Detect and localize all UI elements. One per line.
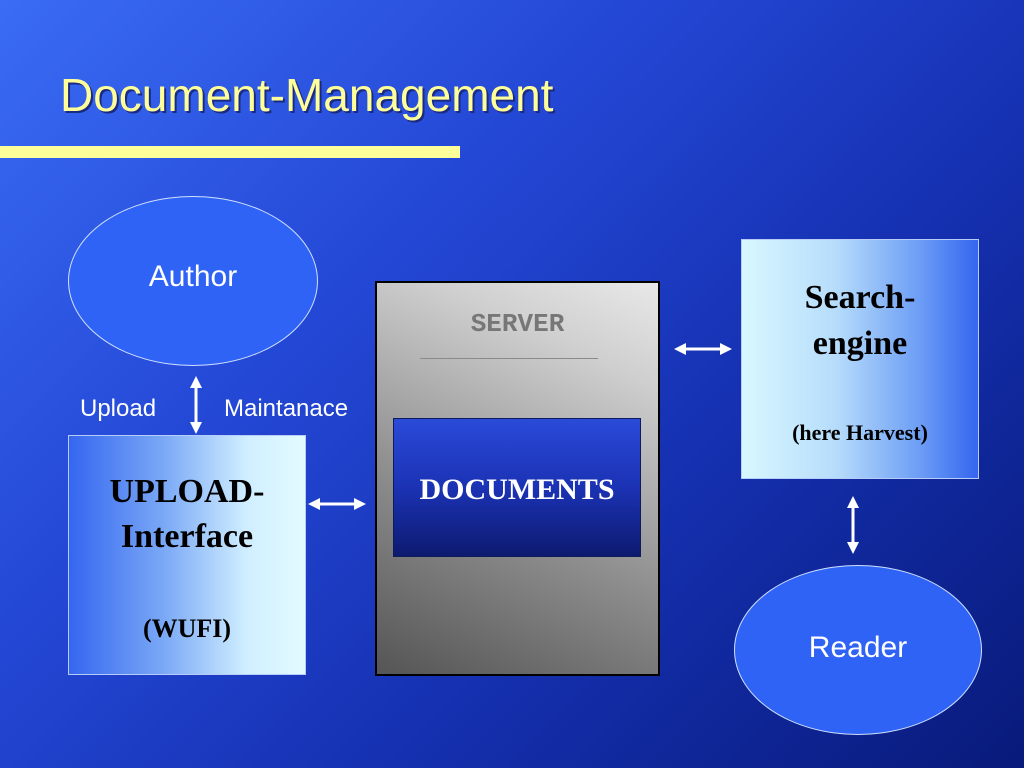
arrow-server-search [674, 343, 732, 355]
documents-label: DOCUMENTS [419, 473, 615, 506]
arrow-upload-server [308, 498, 366, 510]
upload-interface-line3: (WUFI) [142, 614, 232, 643]
reader-label: Reader [808, 631, 908, 664]
upload-interface-line2: Interface [120, 518, 254, 555]
reader-node: Reader [734, 565, 982, 735]
maintenance-edge-label: Maintanace [224, 395, 349, 422]
upload-interface-line1: UPLOAD- [109, 473, 265, 510]
search-engine-line2: engine [812, 325, 908, 362]
arrow-author-upload [190, 376, 202, 434]
search-engine-line3: (here Harvest) [792, 420, 928, 445]
search-engine-line1: Search- [804, 279, 916, 316]
server-divider [420, 358, 598, 359]
author-node: Author [68, 196, 318, 366]
server-label: SERVER [470, 309, 565, 339]
documents-node: DOCUMENTS [393, 418, 641, 557]
slide-title: Document-Management [60, 69, 554, 121]
upload-interface-node: UPLOAD- Interface (WUFI) [68, 435, 306, 675]
author-label: Author [148, 260, 238, 293]
search-engine-node: Search- engine (here Harvest) [741, 239, 979, 479]
upload-edge-label: Upload [80, 395, 157, 422]
server-node: SERVER DOCUMENTS [375, 281, 660, 676]
arrow-search-reader [847, 496, 859, 554]
title-underline-bar [0, 146, 460, 158]
